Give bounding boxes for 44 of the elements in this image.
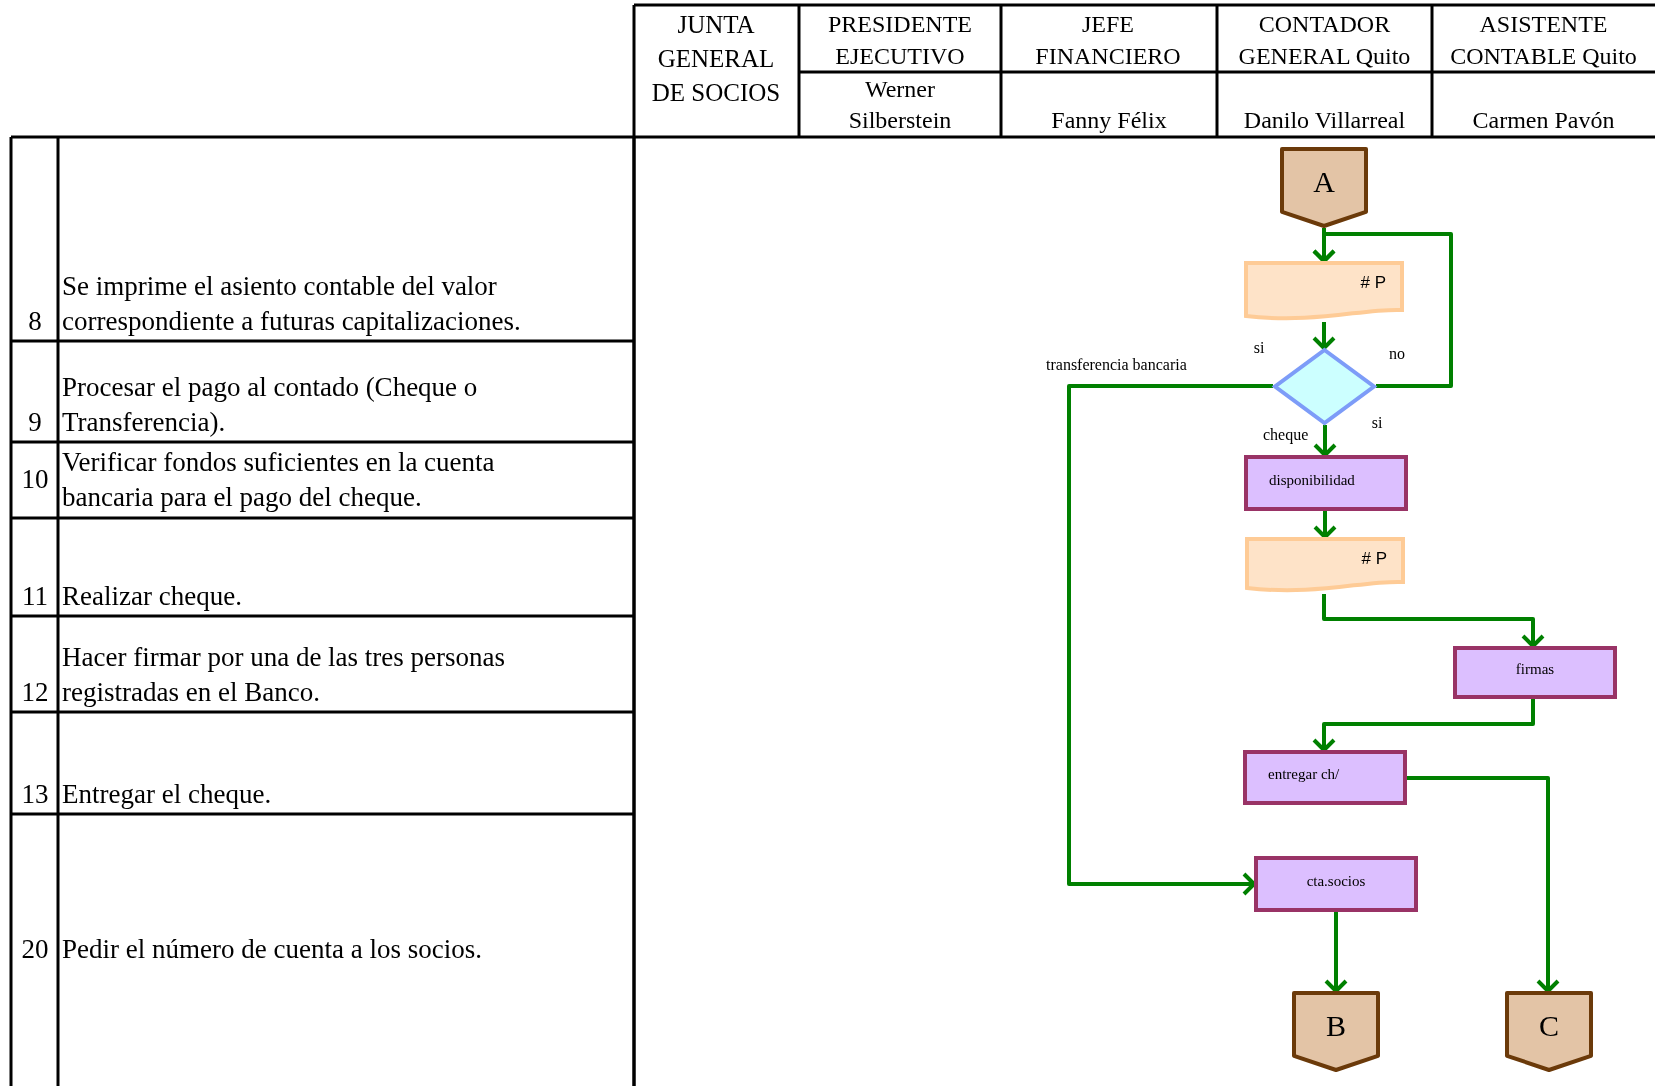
step-description: Hacer firmar por una de las tres personas registradas en el Banco. — [62, 640, 507, 709]
step-number: 8 — [28, 304, 42, 338]
arrow — [1313, 511, 1337, 539]
branch-label: si — [1253, 339, 1265, 357]
arrow — [1313, 425, 1337, 457]
arrow — [1067, 384, 1273, 896]
process-box: firmas — [1453, 646, 1617, 699]
arrow — [1324, 912, 1348, 993]
person-name: Carmen Pavón — [1472, 105, 1615, 135]
step-number: 20 — [21, 933, 49, 967]
person-name: Danilo Villarreal — [1243, 105, 1406, 135]
column-header: JEFE FINANCIERO — [1034, 10, 1182, 72]
document-shape: # P — [1244, 261, 1404, 322]
arrow — [1312, 322, 1336, 350]
step-description: Realizar cheque. — [62, 579, 242, 613]
column-header: PRESIDENTE EJECUTIVO — [827, 10, 973, 72]
arrow — [1322, 594, 1545, 648]
step-number: 10 — [21, 463, 49, 497]
step-description: Pedir el número de cuenta a los socios. — [62, 933, 482, 967]
column-header: JUNTA GENERAL DE SOCIOS — [651, 10, 781, 108]
process-box: entregar ch/ — [1243, 750, 1407, 805]
step-description: Se imprime el asiento contable del valor correspondiente a futuras capitalizaciones. — [62, 269, 522, 338]
step-number: 13 — [21, 777, 49, 811]
process-box: disponibilidad — [1244, 455, 1408, 511]
column-header: CONTADOR GENERAL Quito — [1237, 10, 1412, 72]
edge-label: cheque — [1262, 426, 1310, 444]
arrow — [1312, 699, 1535, 752]
person-name: Fanny Félix — [1051, 105, 1167, 135]
step-description: Procesar el pago al contado (Cheque o Transferencia). — [62, 370, 479, 439]
column-header: ASISTENTE CONTABLE Quito — [1449, 10, 1638, 72]
step-number: 11 — [22, 579, 48, 613]
offpage-connector: C — [1505, 991, 1593, 1072]
offpage-connector: A — [1280, 147, 1368, 228]
step-description: Entregar el cheque. — [62, 777, 272, 811]
step-description: Verificar fondos suficientes en la cuenta bancaria para el pago del cheque. — [62, 445, 496, 514]
offpage-connector: B — [1292, 991, 1380, 1072]
step-number: 12 — [21, 675, 49, 709]
arrow — [1312, 232, 1453, 388]
process-box: cta.socios — [1254, 856, 1418, 912]
step-number: 9 — [28, 405, 42, 439]
person-name: Werner Silberstein — [847, 74, 953, 135]
arrow — [1407, 776, 1560, 993]
document-shape: # P — [1245, 537, 1405, 594]
branch-label: si — [1371, 414, 1383, 432]
